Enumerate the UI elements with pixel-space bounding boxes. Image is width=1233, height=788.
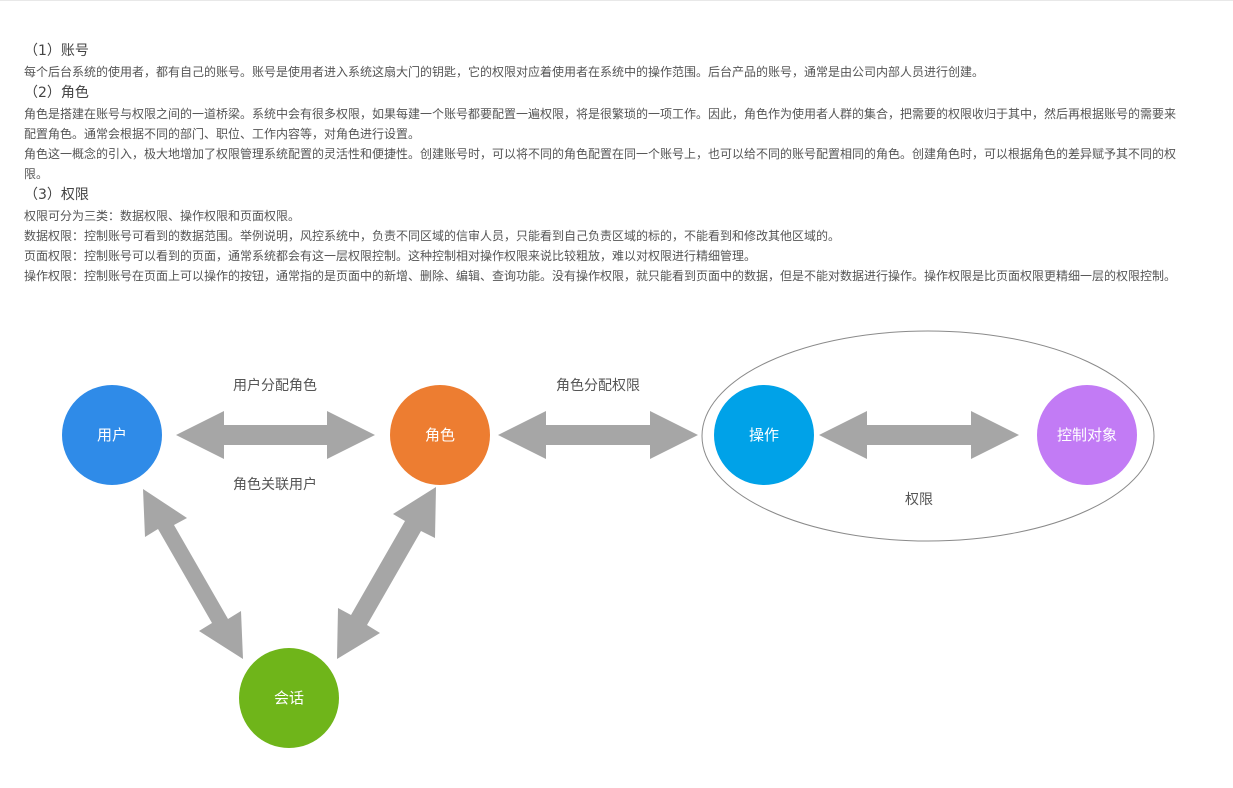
paragraph: 角色这一概念的引入，极大地增加了权限管理系统配置的灵活性和便捷性。创建账号时，可… bbox=[24, 147, 1177, 181]
node-control-object-label: 控制对象 bbox=[1057, 426, 1117, 444]
section-permission: （3）权限 权限可分为三类：数据权限、操作权限和页面权限。 数据权限：控制账号可… bbox=[24, 184, 1184, 286]
section-account: （1）账号 每个后台系统的使用者，都有自己的账号。账号是使用者进入系统这扇大门的… bbox=[24, 40, 1184, 82]
node-control-object bbox=[1037, 385, 1137, 485]
node-user bbox=[62, 385, 162, 485]
top-divider bbox=[0, 0, 1233, 1]
arrow-operation-control-object bbox=[819, 411, 1019, 459]
paragraph: 角色是搭建在账号与权限之间的一道桥梁。系统中会有很多权限，如果每建一个账号都要配… bbox=[24, 107, 1177, 141]
permission-group-label: 权限 bbox=[905, 492, 933, 508]
paragraph: 页面权限：控制账号可以看到的页面，通常系统都会有这一层权限控制。这种控制相对操作… bbox=[24, 249, 757, 263]
paragraph: 数据权限：控制账号可看到的数据范围。举例说明，风控系统中，负责不同区域的信审人员… bbox=[24, 229, 841, 243]
edge-label-role-assign-permission: 角色分配权限 bbox=[556, 377, 640, 394]
node-user-label: 用户 bbox=[97, 426, 127, 444]
section-role: （2）角色 角色是搭建在账号与权限之间的一道桥梁。系统中会有很多权限，如果每建一… bbox=[24, 82, 1184, 184]
edge-label-user-assign-role: 用户分配角色 bbox=[233, 377, 317, 394]
node-role bbox=[390, 385, 490, 485]
paragraph: 每个后台系统的使用者，都有自己的账号。账号是使用者进入系统这扇大门的钥匙，它的权… bbox=[24, 65, 985, 79]
section-heading: （2）角色 bbox=[24, 85, 89, 101]
article: （1）账号 每个后台系统的使用者，都有自己的账号。账号是使用者进入系统这扇大门的… bbox=[24, 40, 1184, 286]
node-role-label: 角色 bbox=[425, 426, 455, 444]
node-operation bbox=[714, 385, 814, 485]
arrow-role-permission bbox=[498, 411, 698, 459]
arrow-user-role bbox=[176, 411, 375, 459]
arrow-role-session bbox=[337, 487, 436, 659]
arrow-user-session bbox=[143, 489, 243, 659]
section-heading: （1）账号 bbox=[24, 43, 89, 59]
paragraph: 操作权限：控制账号在页面上可以操作的按钮，通常指的是页面中的新增、删除、编辑、查… bbox=[24, 269, 1177, 283]
node-session-label: 会话 bbox=[274, 689, 304, 707]
node-session bbox=[239, 648, 339, 748]
paragraph: 权限可分为三类：数据权限、操作权限和页面权限。 bbox=[24, 209, 301, 223]
section-heading: （3）权限 bbox=[24, 187, 89, 203]
node-operation-label: 操作 bbox=[749, 426, 779, 444]
permission-group-ellipse bbox=[701, 330, 1155, 542]
edge-label-role-link-user: 角色关联用户 bbox=[233, 476, 317, 493]
